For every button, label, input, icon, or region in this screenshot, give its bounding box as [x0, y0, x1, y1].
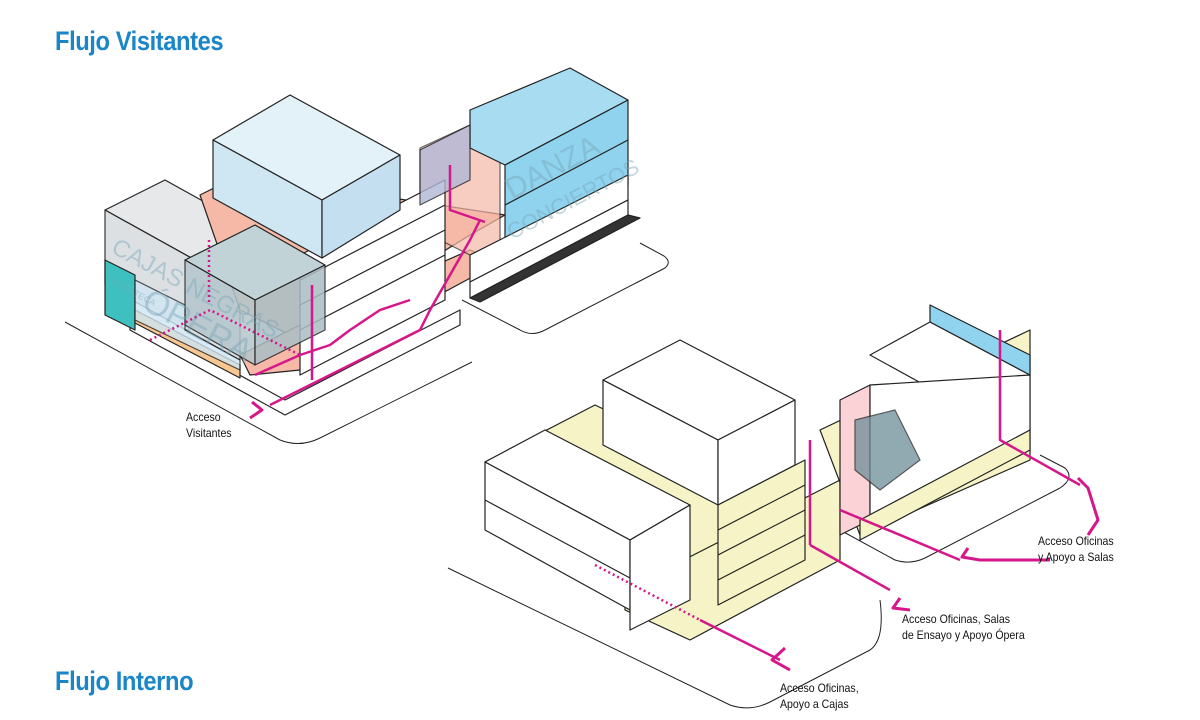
access-label-oficinas-ensayo: Acceso Oficinas, Salas de Ensayo y Apoyo… — [902, 611, 1025, 643]
access-label-line: Apoyo a Cajas — [780, 697, 849, 711]
access-label-line: Visitantes — [186, 426, 232, 440]
site-outline-top — [64, 242, 669, 444]
internal-circulation-paths — [594, 330, 1100, 672]
access-label-line: Acceso — [186, 410, 221, 424]
title-flujo-interno: Flujo Interno — [55, 666, 194, 696]
access-label-line: Acceso Oficinas, — [780, 681, 859, 695]
access-label-line: de Ensayo y Apoyo Ópera — [902, 628, 1025, 642]
white-block-bottom-left — [484, 429, 691, 631]
access-label-line: Acceso Oficinas, Salas — [902, 612, 1010, 626]
access-label-visitantes: Acceso Visitantes — [186, 409, 232, 441]
light-blue-tower — [212, 94, 401, 259]
danza-conciertos-volume — [419, 67, 641, 303]
middle-floors-bottom — [717, 459, 806, 606]
right-block-bottom — [839, 304, 1031, 541]
site-outline-bottom — [447, 454, 1070, 709]
white-tower-bottom — [602, 339, 796, 506]
access-label-oficinas-cajas: Acceso Oficinas, Apoyo a Cajas — [780, 680, 859, 712]
title-flujo-visitantes: Flujo Visitantes — [55, 26, 224, 56]
access-label-oficinas-salas: Acceso Oficinas y Apoyo a Salas — [1038, 533, 1114, 565]
access-label-line: y Apoyo a Salas — [1038, 550, 1114, 564]
access-label-line: Acceso Oficinas — [1038, 534, 1114, 548]
visitor-circulation-path — [149, 165, 486, 420]
